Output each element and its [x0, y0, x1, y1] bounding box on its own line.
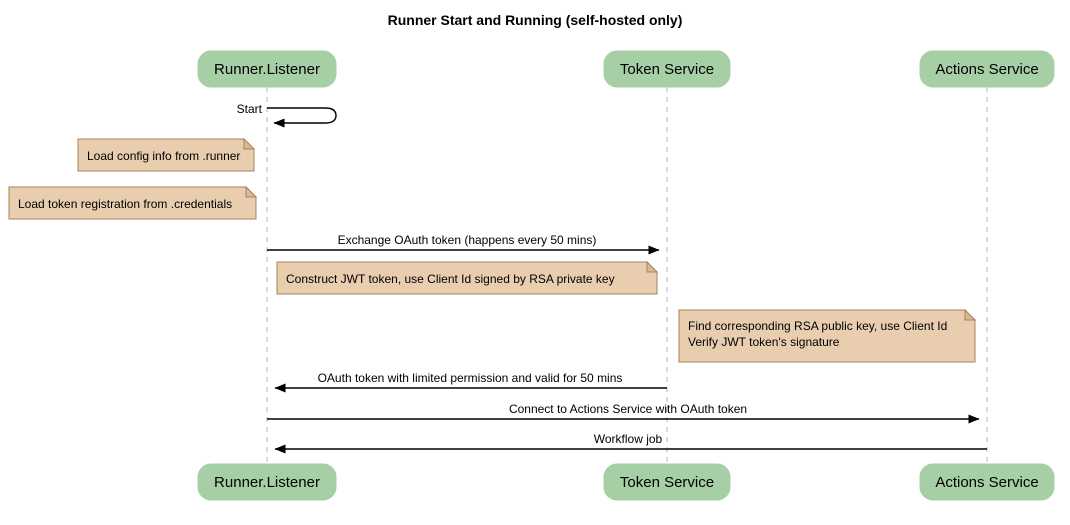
note-construct-jwt: Construct JWT token, use Client Id signe… [276, 260, 659, 295]
participant-box [919, 50, 1055, 88]
participant-box [197, 463, 337, 501]
participant-runner-bottom[interactable]: Runner.Listener [197, 463, 337, 501]
message-exchange-oauth-token[interactable]: Exchange OAuth token (happens every 50 m… [267, 233, 660, 255]
note-fold-corner [964, 308, 977, 321]
note-shape [77, 138, 255, 172]
note-fold-corner [646, 260, 659, 273]
message-label: Start [237, 102, 263, 116]
note-load-config: Load config info from .runner [77, 137, 256, 172]
participant-token-top[interactable]: Token Service [603, 50, 731, 88]
note-fold-corner [243, 137, 256, 150]
participant-label: Token Service [620, 61, 714, 78]
participant-label: Runner.Listener [214, 474, 320, 491]
lifelines [266, 87, 988, 464]
message-start[interactable]: Start [237, 102, 337, 128]
note-shape [8, 186, 257, 220]
participants-top: Runner.Listener Token Service Actions Se… [197, 50, 1055, 88]
participants-bottom: Runner.Listener Token Service Actions Se… [197, 463, 1055, 501]
note-text-line: Load token registration from .credential… [18, 197, 232, 211]
note-text-line: Construct JWT token, use Client Id signe… [286, 272, 615, 286]
message-label: Exchange OAuth token (happens every 50 m… [338, 233, 597, 247]
participant-label: Token Service [620, 474, 714, 491]
note-text-line: Find corresponding RSA public key, use C… [688, 319, 947, 333]
participant-runner-top[interactable]: Runner.Listener [197, 50, 337, 88]
participant-box [603, 463, 731, 501]
participant-label: Runner.Listener [214, 61, 320, 78]
note-verify-jwt: Find corresponding RSA public key, use C… [678, 308, 977, 363]
message-label: OAuth token with limited permission and … [318, 371, 623, 385]
note-shape [678, 309, 976, 363]
note-text-line: Verify JWT token's signature [688, 335, 840, 349]
participant-actions-top[interactable]: Actions Service [919, 50, 1055, 88]
participant-token-bottom[interactable]: Token Service [603, 463, 731, 501]
participant-label: Actions Service [935, 61, 1038, 78]
participant-actions-bottom[interactable]: Actions Service [919, 463, 1055, 501]
self-message-arrow [267, 107, 337, 128]
message-label: Connect to Actions Service with OAuth to… [509, 402, 747, 416]
note-fold-corner [245, 185, 258, 198]
message-workflow-job[interactable]: Workflow job [274, 432, 987, 454]
participant-label: Actions Service [935, 474, 1038, 491]
note-load-token-registration: Load token registration from .credential… [8, 185, 258, 220]
message-label: Workflow job [594, 432, 663, 446]
message-oauth-token-returned[interactable]: OAuth token with limited permission and … [274, 371, 667, 393]
note-text-line: Load config info from .runner [87, 149, 240, 163]
participant-box [919, 463, 1055, 501]
participant-box [603, 50, 731, 88]
note-shape [276, 261, 658, 295]
page-title: Runner Start and Running (self-hosted on… [388, 12, 683, 28]
participant-box [197, 50, 337, 88]
message-connect-actions-service[interactable]: Connect to Actions Service with OAuth to… [267, 402, 980, 424]
